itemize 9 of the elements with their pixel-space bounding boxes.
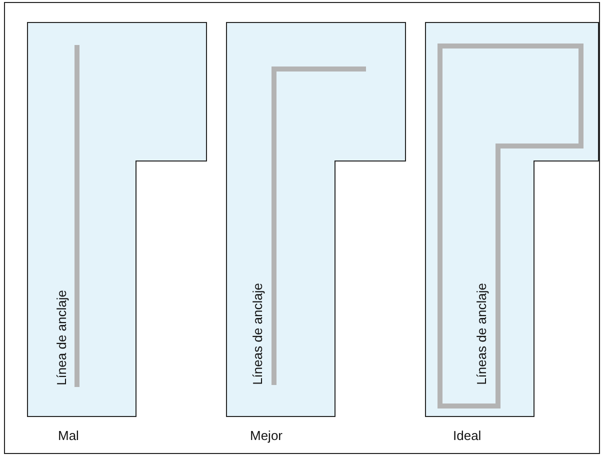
panel-caption: Mejor xyxy=(250,428,283,443)
panel-caption: Mal xyxy=(58,428,79,443)
panel-caption: Ideal xyxy=(453,428,482,443)
l-shaped-panel xyxy=(27,22,207,417)
rotated-label: Líneas de anclaje xyxy=(474,283,489,385)
rotated-label: Línea de anclaje xyxy=(54,290,69,385)
l-shaped-panel xyxy=(425,22,599,417)
l-shaped-panel xyxy=(226,22,406,417)
rotated-label: Líneas de anclaje xyxy=(250,283,265,385)
